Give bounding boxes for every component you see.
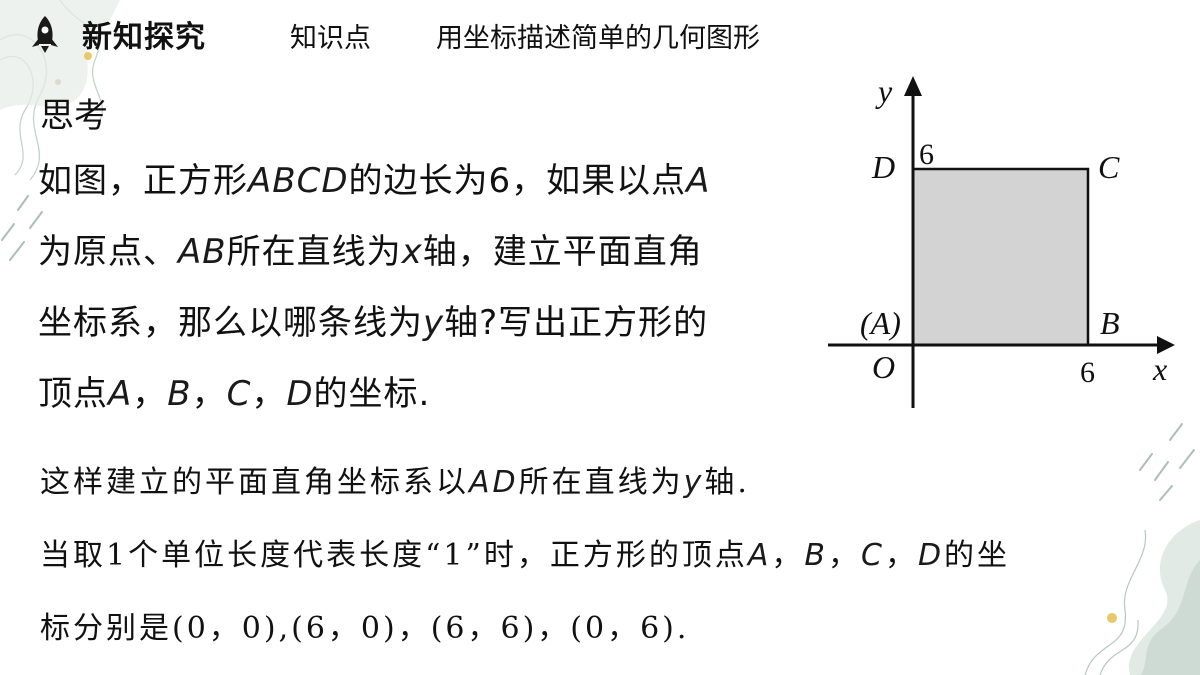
coordinate-figure: y x O (A) B C D 6 6 (828, 73, 1175, 408)
problem-text-segment: 的边长为6，如果以点 (348, 161, 687, 201)
problem-text-segment: 顶点 (38, 374, 108, 414)
math-symbol: B (804, 538, 828, 573)
answer-text-segment: 这样建立的平面直角坐标系以 (40, 465, 469, 500)
problem-text-segment: 轴，建立平面直角 (422, 232, 703, 272)
header-section-label: 知识点 (290, 23, 371, 54)
problem-line-4: 顶点A，B，C，D的坐标. (38, 359, 818, 430)
point-d-label: D (871, 149, 895, 185)
point-c-label: C (1098, 149, 1120, 185)
header-title: 新知探究 (82, 20, 206, 55)
math-symbol: A (747, 538, 772, 573)
think-label: 思考 (40, 96, 108, 136)
square-abcd (911, 167, 1090, 347)
math-symbol: D (917, 538, 945, 573)
y-axis-label: y (875, 73, 893, 109)
problem-text-segment: 所在直线为 (226, 232, 402, 272)
math-symbol: AB (178, 232, 227, 272)
math-symbol: y (423, 303, 445, 343)
problem-line-2: 为原点、AB所在直线为x轴，建立平面直角 (38, 217, 818, 288)
answer-text-segment: ， (827, 538, 861, 573)
y-tick-label: 6 (919, 138, 934, 171)
y-axis-arrow (904, 76, 922, 96)
problem-text-segment: ， (191, 374, 227, 414)
answer-text-segment: ， (884, 538, 918, 573)
problem-line-1: 如图，正方形ABCD的边长为6，如果以点A (38, 146, 818, 217)
math-symbol: D (286, 374, 314, 414)
header-topic: 用坐标描述简单的几何图形 (436, 23, 760, 54)
x-axis-arrow (1157, 336, 1175, 354)
answer-line-3: 标分别是(0，0),(6，0)，(6，6)，(0，6). (40, 611, 690, 646)
math-symbol: B (167, 374, 192, 414)
math-symbol: C (860, 538, 885, 573)
problem-text-segment: 为原点、 (38, 232, 178, 272)
origin-label: O (872, 349, 895, 385)
answer-text-segment: 所在直线为 (518, 465, 684, 500)
math-symbol: A (108, 374, 133, 414)
problem-text-segment: 的坐标. (313, 374, 431, 414)
answer-text-segment: 的坐 (944, 538, 1011, 573)
problem-text-segment: 如图，正方形 (38, 161, 248, 201)
header-rocket-icon (28, 14, 62, 54)
math-symbol: x (401, 232, 423, 272)
problem-text-segment: ， (132, 374, 168, 414)
math-symbol: A (686, 161, 711, 201)
answer-text: 这样建立的平面直角坐标系以AD所在直线为y轴. 当取1个单位长度代表长度“1”时… (40, 446, 1180, 665)
answer-text-segment: 轴. (704, 465, 750, 500)
problem-text-segment: ， (251, 374, 287, 414)
math-symbol: C (226, 374, 252, 414)
x-axis-label: x (1152, 351, 1167, 387)
problem-text: 如图，正方形ABCD的边长为6，如果以点A 为原点、AB所在直线为x轴，建立平面… (38, 146, 818, 430)
point-a-label: (A) (860, 305, 901, 341)
answer-text-segment: ， (771, 538, 805, 573)
x-tick-label: 6 (1080, 356, 1095, 389)
math-symbol: AD (469, 465, 519, 500)
problem-line-3: 坐标系，那么以哪条线为y轴?写出正方形的 (38, 288, 818, 359)
problem-text-segment: 坐标系，那么以哪条线为 (38, 303, 423, 343)
answer-text-segment: 当取1个单位长度代表长度“1”时，正方形的顶点 (40, 538, 748, 573)
answer-line-2: 当取1个单位长度代表长度“1”时，正方形的顶点A，B，C，D的坐 (40, 519, 1180, 592)
math-symbol: y (683, 465, 705, 500)
answer-line-1: 这样建立的平面直角坐标系以AD所在直线为y轴. (40, 446, 1180, 519)
point-b-label: B (1100, 305, 1120, 341)
math-symbol: ABCD (248, 161, 349, 201)
problem-text-segment: 轴?写出正方形的 (444, 303, 709, 343)
